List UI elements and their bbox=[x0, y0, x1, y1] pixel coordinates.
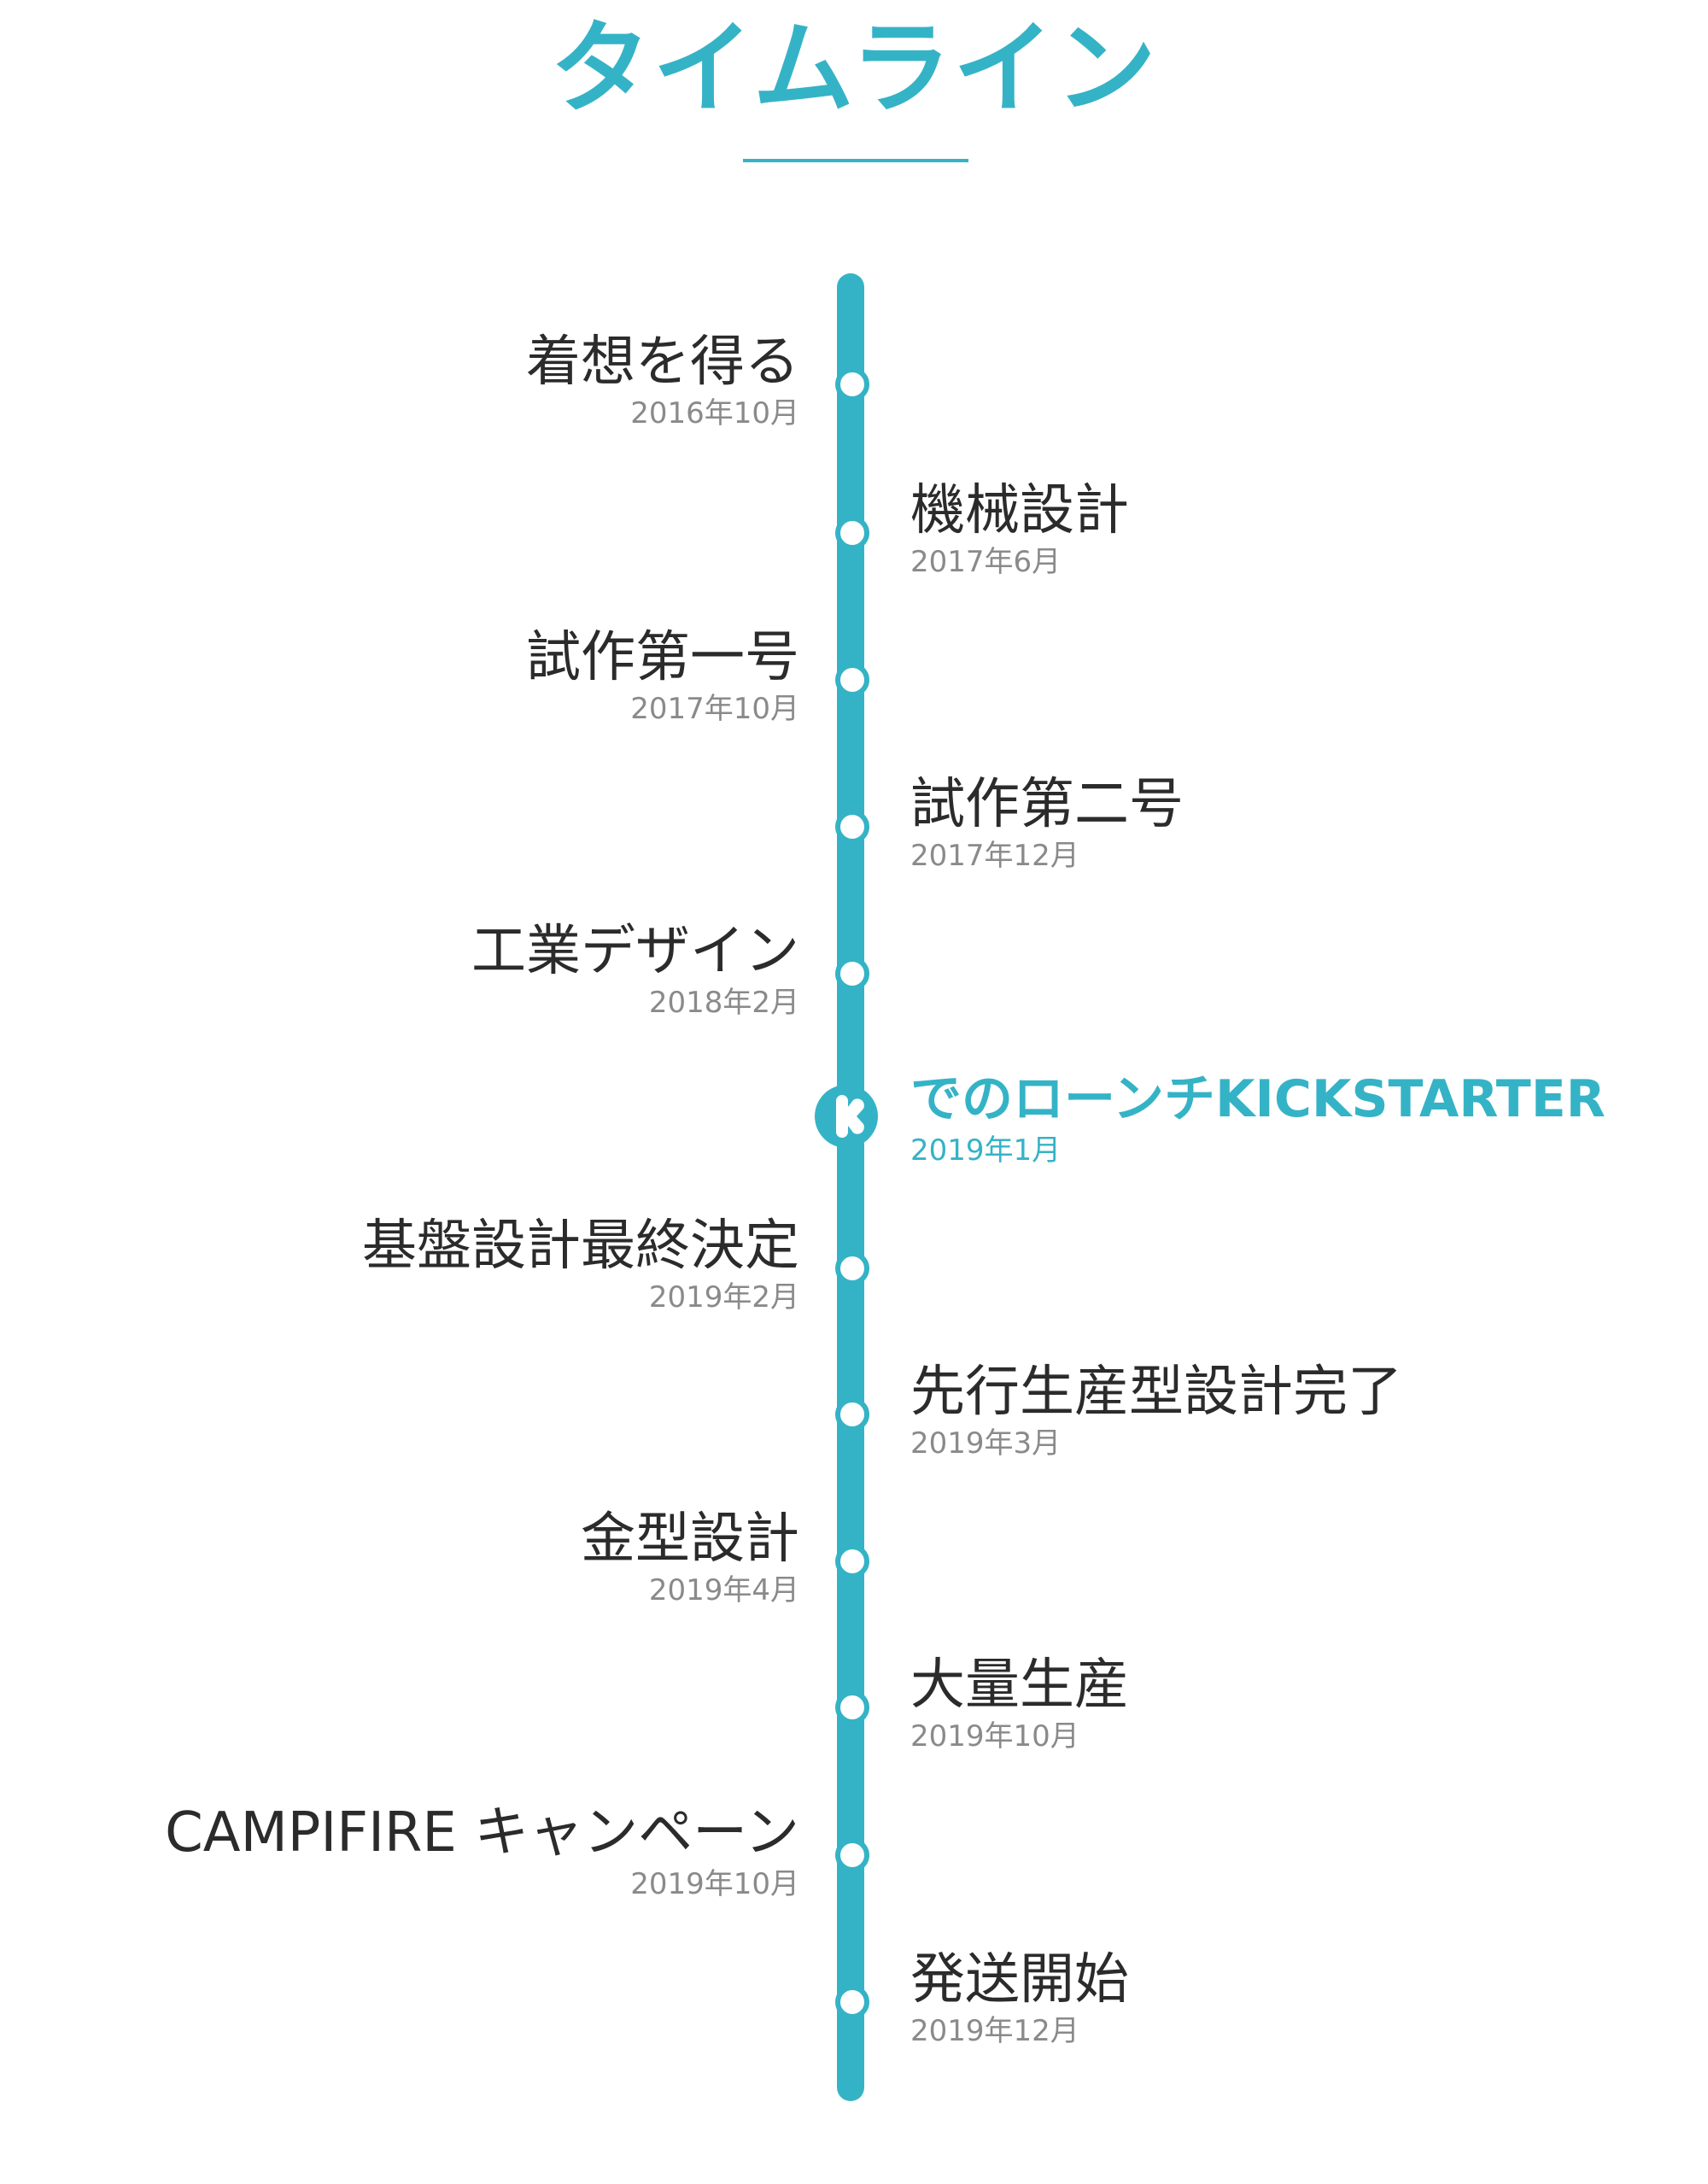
event-date: 2019年1月 bbox=[910, 1133, 1062, 1168]
event-label: CAMPIFIRE キャンペーン bbox=[165, 1801, 799, 1865]
event-label: 試作第二号 bbox=[910, 773, 1184, 836]
event-date: 2017年12月 bbox=[910, 839, 1079, 873]
timeline-node bbox=[835, 1838, 869, 1872]
timeline-node bbox=[835, 1544, 869, 1578]
event-label: 工業デザイン bbox=[471, 920, 799, 983]
event-date: 2019年10月 bbox=[910, 1719, 1079, 1754]
timeline-node bbox=[835, 957, 869, 991]
kickstarter-node bbox=[815, 1085, 878, 1148]
event-label: 大量生産 bbox=[910, 1654, 1129, 1717]
timeline-node bbox=[835, 663, 869, 697]
event-label: 先行生産型設計完了 bbox=[910, 1361, 1402, 1424]
event-date: 2019年3月 bbox=[910, 1426, 1062, 1461]
event-date: 2019年2月 bbox=[648, 1280, 799, 1314]
event-label: 試作第一号 bbox=[526, 626, 799, 689]
event-date: 2019年10月 bbox=[630, 1867, 799, 1901]
event-date: 2016年10月 bbox=[630, 396, 799, 430]
timeline-node bbox=[835, 1397, 869, 1432]
title-underline bbox=[743, 159, 968, 162]
page-title: タイムライン bbox=[550, 9, 1158, 127]
event-label: 基盤設計最終決定 bbox=[362, 1215, 799, 1278]
timeline-node bbox=[835, 1690, 869, 1724]
event-label: でのローンチKICKSTARTER bbox=[910, 1069, 1606, 1129]
event-date: 2018年2月 bbox=[648, 986, 799, 1020]
event-date: 2017年6月 bbox=[910, 545, 1062, 579]
event-label: 金型設計 bbox=[581, 1508, 799, 1571]
timeline-event: でのローンチKICKSTARTER 2019年1月 bbox=[910, 1065, 1679, 1168]
timeline-node bbox=[835, 1251, 869, 1285]
event-label: 着想を得る bbox=[526, 331, 799, 394]
event-label: 機械設計 bbox=[910, 479, 1129, 542]
event-date: 2019年4月 bbox=[648, 1573, 799, 1607]
event-label: 発送開始 bbox=[910, 1948, 1129, 2011]
event-date: 2017年10月 bbox=[630, 692, 799, 726]
kickstarter-k-icon bbox=[836, 1095, 864, 1138]
timeline-node bbox=[835, 516, 869, 550]
timeline-line bbox=[837, 273, 864, 2101]
event-date: 2019年12月 bbox=[910, 2014, 1079, 2048]
timeline-node bbox=[835, 810, 869, 844]
timeline-node bbox=[835, 1985, 869, 2019]
timeline-node bbox=[835, 367, 869, 401]
